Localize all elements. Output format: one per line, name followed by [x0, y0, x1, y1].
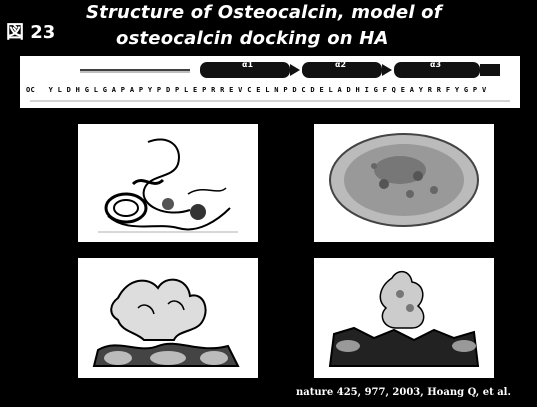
citation: nature 425, 977, 2003, Hoang Q, et al. [296, 387, 511, 398]
hydroxyapatite-surface-image [314, 124, 494, 242]
helix-label-a1: α1 [242, 60, 253, 69]
ribbon-structure-image [78, 124, 258, 242]
figure-number: 図 23 [6, 18, 55, 44]
panel-docking-model-left [78, 258, 258, 378]
panel-docking-model-right [314, 258, 494, 378]
slide-title-line1: Structure of Osteocalcin, model of [86, 2, 442, 23]
panel-surface-hydroxyapatite [314, 124, 494, 242]
slide-title-line2: osteocalcin docking on HA [116, 28, 389, 49]
helix-label-a3: α3 [430, 60, 441, 69]
sequence-row: OC Y L D H G L G A P A P Y P D P L E P R… [26, 86, 486, 94]
sequence-diagram: α1 α2 α3 OC Y L D H G L G A P A P Y P D … [20, 56, 520, 108]
sequence-prefix: OC [26, 86, 35, 94]
helix-label-a2: α2 [335, 60, 346, 69]
panel-ribbon-structure [78, 124, 258, 242]
secondary-structure-track [20, 56, 520, 108]
sequence-letters: Y L D H G L G A P A P Y P D P L E P R R … [49, 86, 487, 94]
docking-model-left-image [78, 258, 258, 378]
docking-model-right-image [314, 258, 494, 378]
